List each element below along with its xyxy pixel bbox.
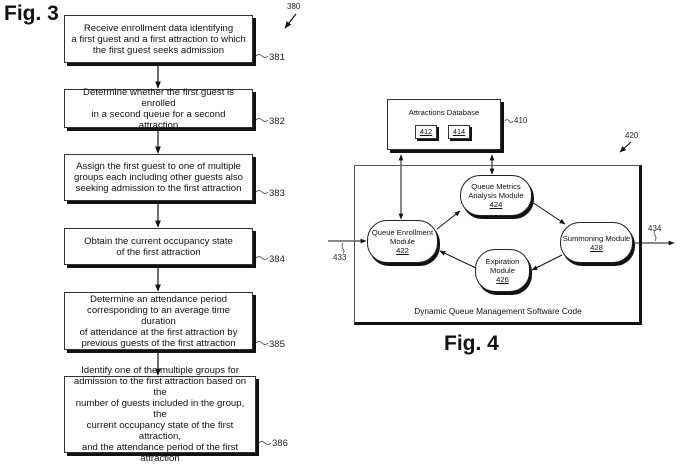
flow-step-text: Receive enrollment data identifying a fi… (71, 22, 246, 56)
module-number: 426 (496, 275, 509, 284)
fig4-title: Fig. 4 (444, 332, 499, 355)
database-ref-410: 410 (514, 116, 528, 125)
leader-386 (258, 441, 272, 445)
flow-step-386: Identify one of the multiple groups for … (64, 365, 256, 464)
flow-step-384: Obtain the current occupancy state of th… (64, 228, 253, 265)
flow-step-385: Determine an attendance period correspon… (64, 292, 253, 350)
step-ref-383: 383 (269, 188, 285, 199)
module-number: 428 (590, 242, 603, 252)
attractions-database: Attractions Database 412 414 (387, 99, 501, 150)
arrow-enrollment-metrics (436, 210, 461, 230)
flow-step-383: Assign the first guest to one of multipl… (64, 154, 253, 201)
leader-382 (255, 118, 269, 122)
leader-410 (504, 119, 514, 123)
step-ref-382: 382 (269, 116, 285, 127)
ref-pointer-380 (284, 13, 297, 29)
expiration-module: Expiration Module 426 (475, 249, 530, 292)
queue-enrollment-module: Queue Enrollment Module 422 (367, 220, 438, 263)
step-ref-381: 381 (269, 52, 285, 63)
module-number: 424 (489, 200, 503, 209)
leader-385 (255, 341, 269, 345)
step-ref-385: 385 (269, 339, 285, 350)
flow-step-text: Obtain the current occupancy state of th… (84, 235, 233, 258)
input-ref-433: 433 (333, 253, 347, 262)
arrow-summoning-expiration (531, 254, 563, 271)
database-item-412: 412 (415, 125, 437, 139)
fig3-title: Fig. 3 (4, 2, 59, 25)
ref-pointer-420 (619, 141, 632, 153)
database-item-414: 414 (448, 125, 470, 139)
leader-384 (255, 256, 269, 260)
fig3-ref-380: 380 (287, 2, 301, 11)
container-label: Dynamic Queue Management Software Code (414, 306, 582, 316)
flow-step-text: Assign the first guest to one of multipl… (73, 161, 244, 194)
leader-383 (255, 190, 269, 194)
step-ref-386: 386 (272, 438, 288, 449)
leader-434 (653, 229, 657, 242)
arrow-expiration-enrollment (439, 250, 477, 269)
leader-433 (341, 242, 345, 254)
flow-step-text: Determine an attendance period correspon… (79, 293, 238, 349)
summoning-module: Summoning Module 428 (560, 222, 633, 263)
module-number: 422 (396, 246, 409, 255)
flow-step-381: Receive enrollment data identifying a fi… (64, 15, 253, 63)
step-ref-384: 384 (269, 254, 285, 265)
database-title: Attractions Database (408, 108, 480, 117)
dynamic-queue-management-container (354, 165, 642, 325)
flow-step-text: Identify one of the multiple groups for … (73, 365, 247, 464)
fig4-ref-420: 420 (625, 131, 639, 140)
output-ref-434: 434 (648, 224, 662, 233)
flow-step-382: Determine whether the first guest is enr… (64, 86, 253, 131)
arrow-metrics-summoning (531, 201, 566, 225)
flow-step-text: Determine whether the first guest is enr… (83, 86, 234, 131)
queue-metrics-analysis-module: Queue Metrics Analysis Module 424 (460, 175, 532, 216)
leader-381 (255, 54, 269, 58)
